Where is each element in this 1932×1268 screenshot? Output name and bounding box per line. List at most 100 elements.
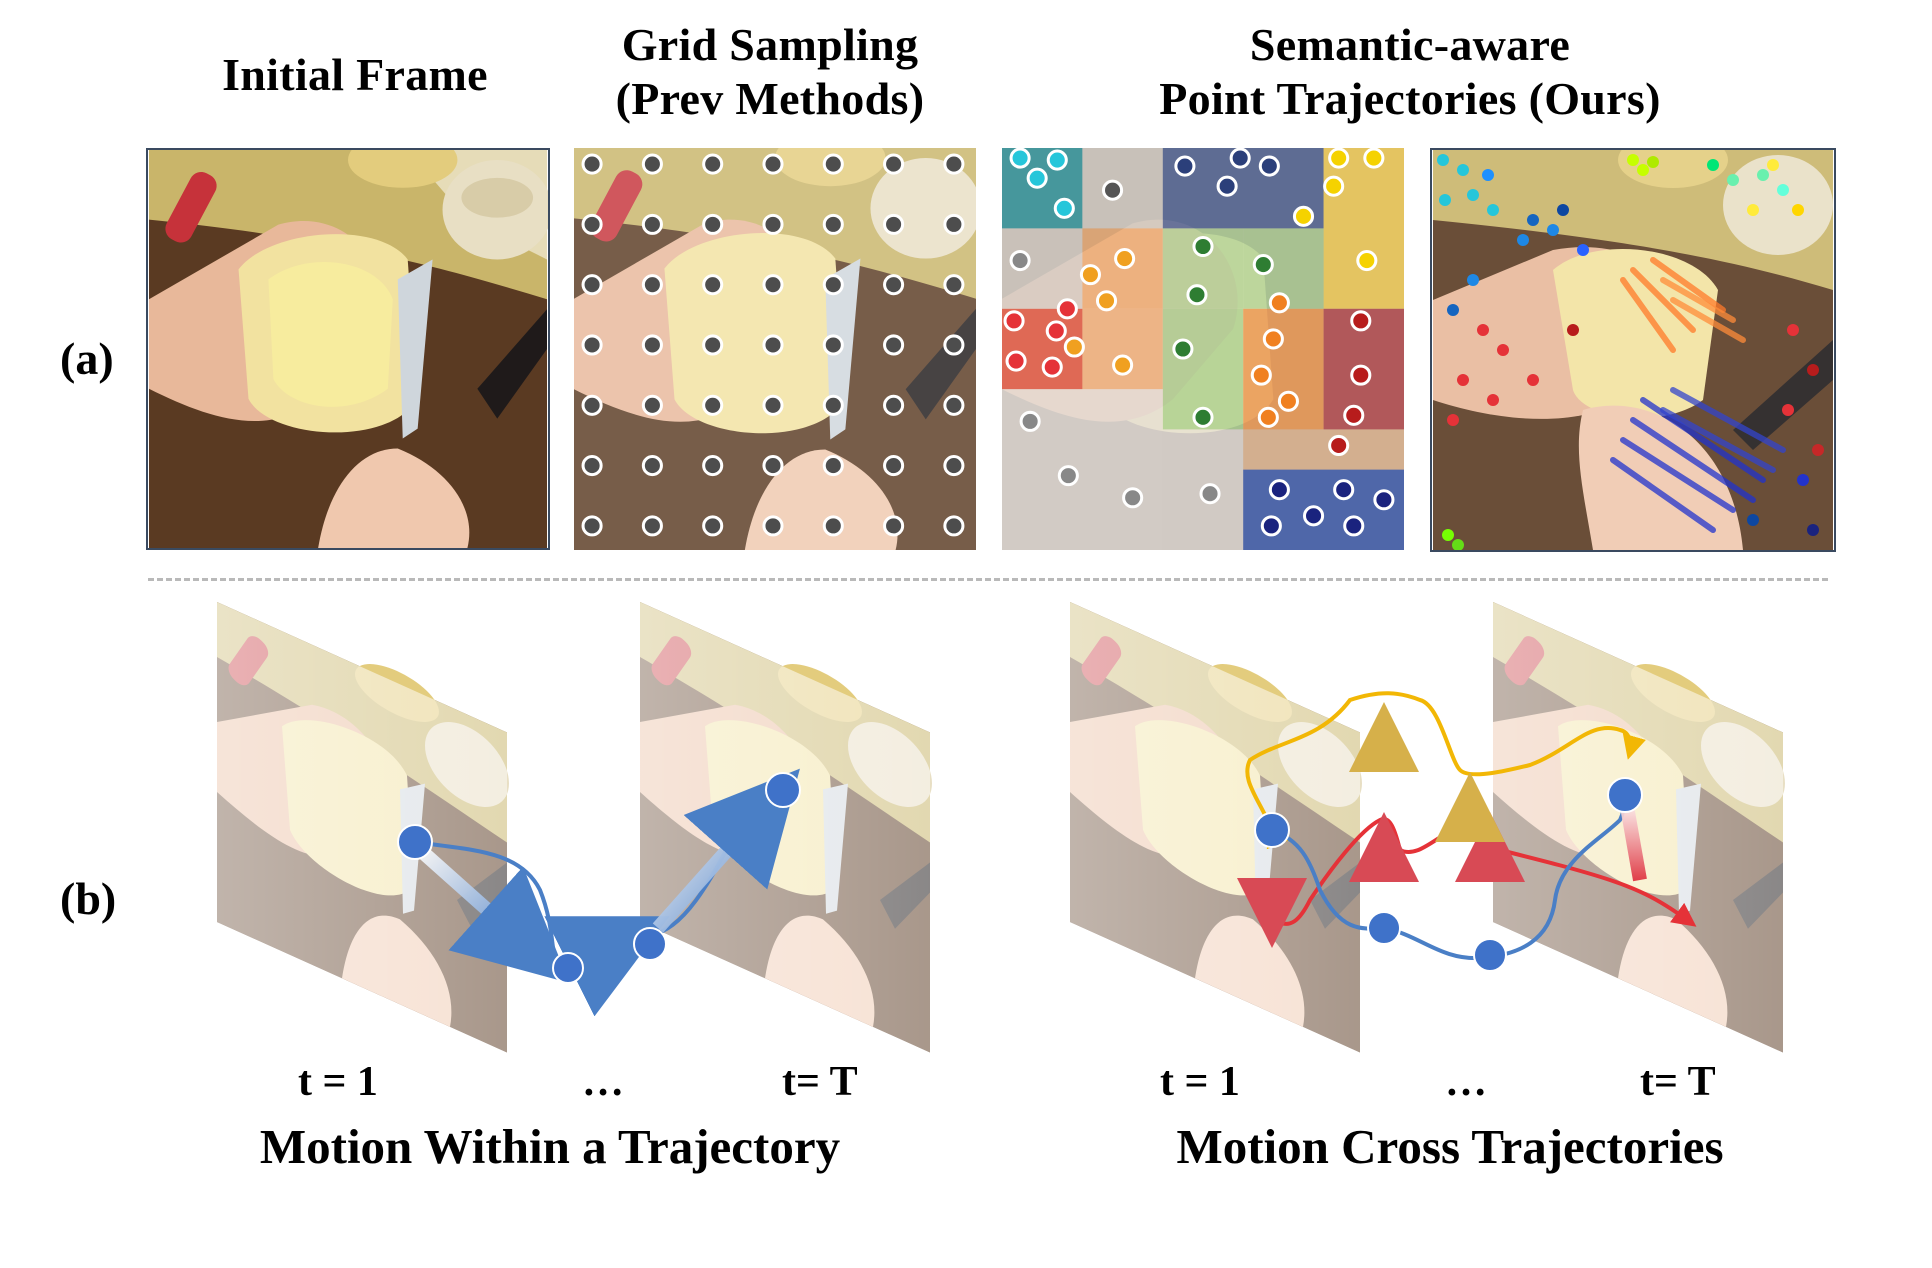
trajectory-line <box>1630 417 1756 503</box>
grid-point <box>762 213 784 235</box>
cross-trajectories <box>1237 691 1697 972</box>
semantic-point <box>1268 292 1290 314</box>
yellow-trajectory <box>1245 691 1646 850</box>
grid-point <box>581 213 603 235</box>
semantic-point <box>1003 310 1025 332</box>
trajectory-point <box>1497 344 1509 356</box>
grid-point <box>702 274 724 296</box>
grid-point <box>581 394 603 416</box>
cross-point-end <box>1607 777 1643 813</box>
grid-point <box>883 334 905 356</box>
grid-point <box>762 515 784 537</box>
semantic-point <box>1101 179 1124 201</box>
semantic-point <box>1250 364 1272 386</box>
grid-point <box>641 274 663 296</box>
frame-right-t1 <box>1070 590 1362 1054</box>
row-label-b: (b) <box>60 873 117 924</box>
grid-point <box>883 274 905 296</box>
semantic-point <box>1323 175 1345 197</box>
trajectory-point <box>1807 364 1819 376</box>
header-grid-sampling-line2: (Prev Methods) <box>615 73 925 125</box>
semantic-point <box>1046 149 1068 171</box>
semantic-point <box>1252 254 1274 276</box>
within-trajectory <box>397 768 801 1017</box>
grid-point <box>762 334 784 356</box>
semantic-point <box>1053 197 1075 219</box>
caption-motion-within: Motion Within a Trajectory <box>259 1119 841 1174</box>
semantic-point <box>1258 155 1280 177</box>
time-label-left-start: t = 1 <box>298 1059 378 1105</box>
trajectory-point-end <box>765 772 801 808</box>
grid-point <box>822 274 844 296</box>
grid-point <box>822 334 844 356</box>
grid-point <box>581 455 603 477</box>
grid-point <box>822 213 844 235</box>
motion-vector-1 <box>413 842 570 983</box>
trajectory-point <box>1457 164 1469 176</box>
header-semantic-line1: Semantic-aware <box>1249 19 1571 70</box>
grid-point <box>702 334 724 356</box>
semantic-point <box>1112 354 1134 376</box>
grid-point <box>883 153 905 175</box>
grid-point <box>581 153 603 175</box>
grid-point <box>762 274 784 296</box>
trajectory-point-start <box>397 824 433 860</box>
grid-point <box>702 455 724 477</box>
semantic-point <box>1216 175 1238 197</box>
grid-point <box>883 455 905 477</box>
trajectory-point <box>1792 204 1804 216</box>
caption-motion-cross: Motion Cross Trajectories <box>1176 1119 1724 1174</box>
trajectory-point <box>1467 189 1479 201</box>
semantic-point <box>1328 148 1350 169</box>
frame-right-tT <box>1493 590 1785 1054</box>
trajectory-line <box>1620 277 1676 353</box>
header-initial-frame-text: Initial Frame <box>222 49 488 100</box>
trajectory-point <box>1557 204 1569 216</box>
semantic-point <box>1268 479 1290 501</box>
section-divider <box>148 578 1828 581</box>
semantic-point <box>1174 155 1196 177</box>
semantic-point <box>1045 320 1067 342</box>
semantic-point <box>1114 247 1136 270</box>
semantic-point <box>1257 406 1279 428</box>
time-label-left-end: t= T <box>782 1059 858 1105</box>
trajectory-point <box>1567 324 1579 336</box>
trajectory-point <box>1442 529 1454 541</box>
panel-semantic-regions <box>1002 148 1404 550</box>
trajectory-point-mid-1 <box>552 952 584 984</box>
semantic-point <box>1262 328 1284 350</box>
trajectory-line <box>1660 277 1736 323</box>
time-label-right-end: t= T <box>1640 1059 1716 1105</box>
trajectory-point <box>1437 154 1449 166</box>
trajectory-point <box>1747 204 1759 216</box>
semantic-point <box>1350 364 1372 386</box>
frame-left-t1 <box>217 590 509 1054</box>
trajectory-line <box>1620 437 1736 513</box>
grid-point <box>943 274 965 296</box>
grid-point <box>943 515 965 537</box>
grid-point <box>641 153 663 175</box>
trajectory-point <box>1787 324 1799 336</box>
semantic-point <box>1122 487 1144 509</box>
grid-point <box>883 515 905 537</box>
trajectory-point <box>1487 204 1499 216</box>
trajectory-point <box>1797 474 1809 486</box>
semantic-region-points <box>1002 148 1404 550</box>
trajectory-point <box>1767 159 1779 171</box>
cross-point-mid-2 <box>1473 938 1507 972</box>
semantic-point <box>1026 167 1048 189</box>
trajectory-point <box>1757 169 1769 181</box>
semantic-point <box>1005 350 1027 372</box>
trajectory-line <box>1610 457 1716 533</box>
semantic-point <box>1009 250 1031 272</box>
time-label-right-start: t = 1 <box>1160 1059 1240 1105</box>
semantic-point <box>1186 284 1208 306</box>
grid-point <box>641 515 663 537</box>
grid-point <box>702 394 724 416</box>
trajectory-point <box>1577 244 1589 256</box>
header-semantic-aware: Semantic-aware Point Trajectories (Ours) <box>1080 18 1740 127</box>
semantic-point <box>1363 148 1385 169</box>
semantic-point <box>1356 250 1378 272</box>
grid-point <box>581 334 603 356</box>
trajectory-point <box>1517 234 1529 246</box>
